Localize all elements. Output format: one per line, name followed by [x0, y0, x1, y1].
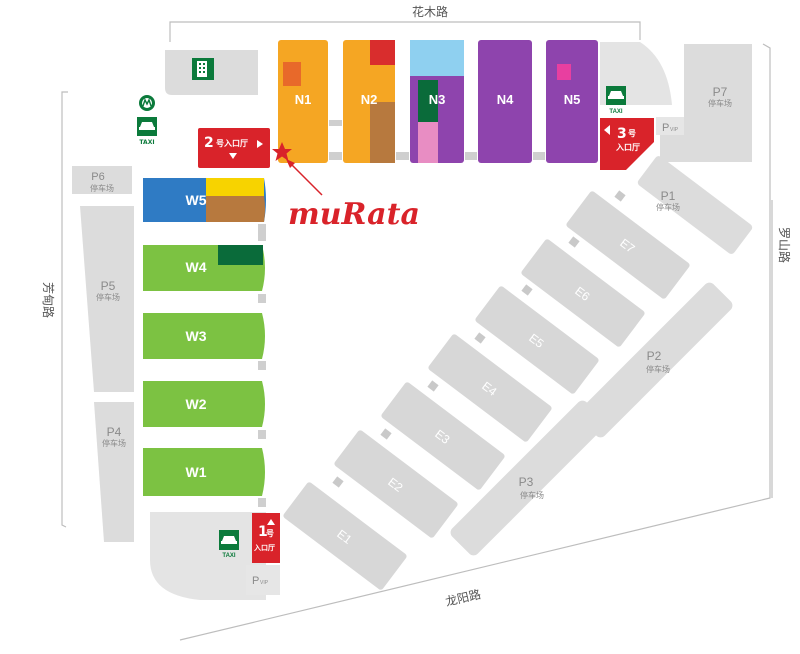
hall-n3[interactable]: N3 — [410, 40, 464, 163]
hall-label: W2 — [186, 396, 207, 412]
hall-label: W1 — [186, 464, 207, 480]
parking-code: P5 — [101, 279, 116, 293]
vip-p: P — [662, 122, 669, 134]
entrance-num: 1 — [258, 524, 268, 540]
taxi-icon: TAXI — [137, 117, 157, 146]
hall-label: N4 — [497, 92, 514, 107]
hall-label: W4 — [186, 259, 207, 275]
hall-w5[interactable]: W5 — [143, 178, 266, 222]
entrance-text: 号入口厅 — [216, 139, 248, 148]
vip-p: P — [252, 575, 259, 587]
entrance-1[interactable]: 1 号 入口厅 — [252, 513, 280, 563]
parking-p2[interactable] — [575, 280, 735, 440]
east-halls: E7 E6 E5 E4 E3 E2 E1 — [282, 190, 691, 591]
road-label-east: 罗山路 — [777, 227, 792, 263]
hall-label: N2 — [361, 92, 378, 107]
parking-text: 停车场 — [646, 364, 670, 374]
building-icon — [192, 58, 214, 80]
hall-e7[interactable]: E7 — [565, 190, 691, 300]
parking-code: P2 — [647, 349, 662, 363]
hall-w4[interactable]: W4 — [143, 245, 265, 291]
parking-text: 停车场 — [708, 98, 732, 108]
hall-e4[interactable]: E4 — [427, 333, 553, 443]
taxi-icon: TAXI — [219, 530, 239, 559]
hall-n4[interactable]: N4 — [478, 40, 532, 163]
parking-p3[interactable] — [448, 398, 608, 558]
hall-e6[interactable]: E6 — [520, 238, 646, 348]
east-connectors — [332, 190, 626, 488]
brand-logo: muRata — [288, 197, 420, 232]
entrance-text2: 入口厅 — [253, 544, 275, 552]
hall-label: N5 — [564, 92, 581, 107]
parking-p6[interactable]: P6 停车场 — [72, 166, 132, 194]
parking-code: P1 — [661, 189, 676, 203]
hall-e1[interactable]: E1 — [282, 481, 408, 591]
parking-vip-ne[interactable]: P VIP — [656, 117, 684, 135]
parking-code: P4 — [107, 425, 122, 439]
parking-p1[interactable] — [636, 155, 754, 256]
hall-label: N3 — [429, 92, 446, 107]
vip-sub: VIP — [260, 580, 269, 586]
hall-label: N1 — [295, 92, 312, 107]
entrance-num: 2 — [204, 135, 214, 151]
taxi-icon: TAXI — [606, 86, 626, 115]
parking-p5[interactable]: P5 停车场 — [80, 206, 134, 392]
hall-label: W3 — [186, 328, 207, 344]
vip-sub: VIP — [670, 127, 679, 133]
road-label-south: 龙阳路 — [444, 586, 482, 609]
parking-code: P6 — [91, 171, 104, 183]
hall-w2[interactable]: W2 — [143, 381, 265, 427]
north-connectors — [329, 120, 545, 160]
parking-p7[interactable]: P7 停车场 — [660, 44, 752, 162]
parking-vip-s[interactable]: P VIP — [246, 565, 280, 595]
road-label-west: 芳甸路 — [41, 282, 56, 318]
hall-n1[interactable]: N1 — [278, 40, 328, 163]
hall-n5[interactable]: N5 — [546, 40, 598, 163]
parking-text: 停车场 — [90, 183, 114, 193]
hall-e5[interactable]: E5 — [474, 285, 600, 395]
hall-n2[interactable]: N2 — [343, 40, 395, 163]
entrance-2[interactable]: 2 号入口厅 — [198, 128, 270, 168]
arrow-pointer-icon — [286, 159, 323, 196]
hall-e3[interactable]: E3 — [380, 381, 506, 491]
parking-text: 停车场 — [520, 490, 544, 500]
parking-p4[interactable]: P4 停车场 — [94, 402, 134, 542]
taxi-label: TAXI — [222, 553, 236, 559]
west-connectors — [258, 224, 266, 507]
road-boundaries — [61, 21, 773, 641]
entrance-text: 号 — [266, 529, 274, 538]
hall-label: W5 — [186, 192, 207, 208]
parking-text: 停车场 — [96, 292, 120, 302]
parking-text: 停车场 — [656, 202, 680, 212]
taxi-label: TAXI — [609, 109, 623, 115]
metro-icon — [139, 95, 155, 111]
hall-w3[interactable]: W3 — [143, 313, 265, 359]
entrance-text2: 入口厅 — [615, 143, 640, 152]
hall-e2[interactable]: E2 — [333, 429, 459, 539]
parking-code: P7 — [713, 85, 728, 99]
taxi-label: TAXI — [139, 139, 154, 146]
star-marker-icon — [272, 142, 292, 161]
hall-w1[interactable]: W1 — [143, 448, 265, 496]
parking-text: 停车场 — [102, 438, 126, 448]
road-label-north: 花木路 — [412, 4, 448, 19]
entrance-3[interactable]: 3 号 入口厅 — [600, 118, 654, 170]
entrance-text: 号 — [628, 129, 636, 138]
parking-code: P3 — [519, 475, 534, 489]
entrance-num: 3 — [617, 126, 627, 142]
